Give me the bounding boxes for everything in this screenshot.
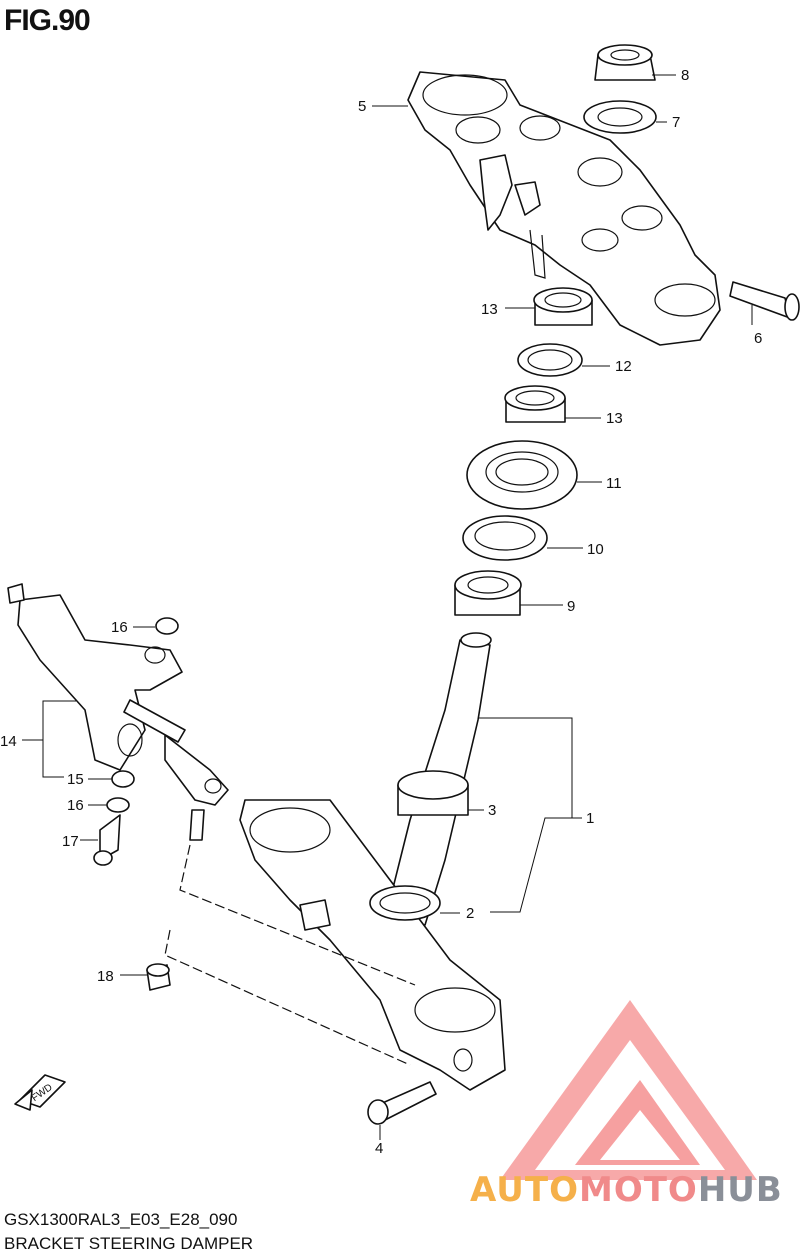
callout-11: 11 bbox=[606, 475, 622, 492]
bearing-race bbox=[462, 515, 548, 561]
lock-nut-lower bbox=[504, 385, 566, 423]
leader-lines bbox=[22, 74, 753, 1140]
diagram-name: BRACKET STEERING DAMPER bbox=[4, 1234, 254, 1253]
diagram-code: GSX1300RAL3_E03_E28_090 bbox=[4, 1210, 238, 1229]
damper-bolt-17 bbox=[99, 814, 121, 861]
callout-15: 15 bbox=[67, 771, 84, 788]
callout-16-upper: 16 bbox=[111, 619, 128, 636]
callout-7: 7 bbox=[672, 114, 680, 131]
lower-bearing bbox=[397, 770, 469, 816]
callout-14: 14 bbox=[0, 733, 17, 750]
callout-9: 9 bbox=[567, 598, 575, 615]
figure-title: FIG.90 bbox=[4, 4, 91, 37]
washer-16-upper bbox=[155, 617, 179, 635]
brand-part-hub: HUB bbox=[697, 1170, 783, 1210]
callout-8: 8 bbox=[681, 67, 689, 84]
callout-6: 6 bbox=[754, 330, 762, 347]
bolt-lower bbox=[367, 1081, 437, 1125]
brand-logo-mark bbox=[500, 1000, 757, 1180]
washer bbox=[583, 100, 657, 134]
brand-part-auto: AUTO bbox=[470, 1170, 579, 1210]
callout-17: 17 bbox=[62, 833, 79, 850]
collar-15 bbox=[111, 770, 135, 788]
forward-direction-arrow: FWD bbox=[14, 1074, 66, 1111]
callout-18: 18 bbox=[97, 968, 114, 985]
upper-bracket bbox=[407, 71, 721, 346]
callout-1: 1 bbox=[586, 810, 594, 827]
callout-4: 4 bbox=[375, 1140, 383, 1157]
callout-13-upper: 13 bbox=[481, 301, 498, 318]
bolt-upper bbox=[729, 281, 800, 321]
brand-wordmark: AUTOMOTOHUB bbox=[470, 1170, 783, 1210]
callout-16-lower: 16 bbox=[67, 797, 84, 814]
washer-16-lower bbox=[106, 797, 130, 813]
callout-2: 2 bbox=[466, 905, 474, 922]
assembly-line-nut bbox=[164, 929, 411, 1066]
upper-bearing bbox=[454, 570, 522, 616]
dust-seal bbox=[466, 440, 578, 510]
callout-12: 12 bbox=[615, 358, 632, 375]
lock-washer bbox=[517, 343, 583, 377]
stem-seal bbox=[369, 885, 441, 921]
nut-18 bbox=[146, 963, 171, 991]
steering-stem-nut bbox=[594, 44, 656, 81]
callouts: 1 2 3 4 5 6 7 8 9 10 11 12 13 13 14 15 1… bbox=[0, 67, 762, 1157]
lock-nut-upper bbox=[533, 287, 593, 326]
brand-part-moto: MOTO bbox=[578, 1170, 698, 1210]
steering-stem-lower-bracket bbox=[239, 632, 506, 1091]
callout-3: 3 bbox=[488, 802, 496, 819]
callout-5: 5 bbox=[358, 98, 366, 115]
callout-10: 10 bbox=[587, 541, 604, 558]
assembly-line-bolt bbox=[179, 844, 416, 986]
callout-13-lower: 13 bbox=[606, 410, 623, 427]
steering-damper bbox=[7, 583, 229, 841]
